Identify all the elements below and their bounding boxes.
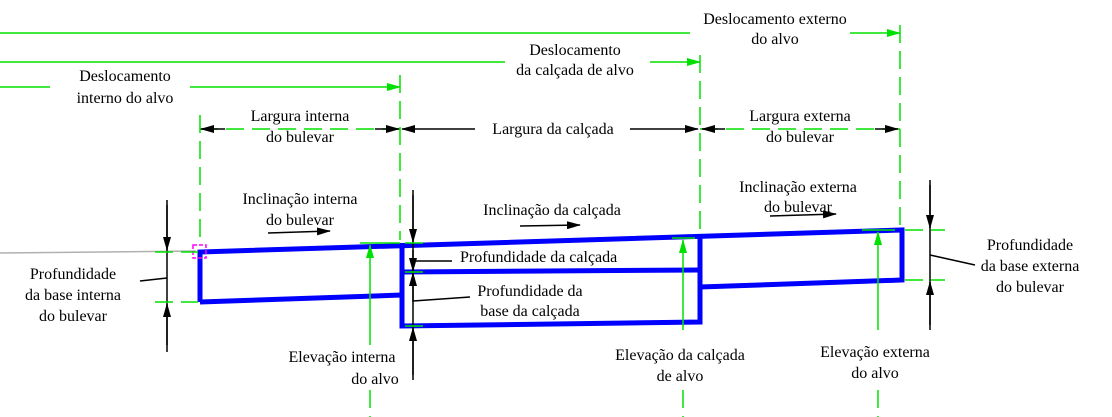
sidewalk-slope: Inclinação da calçada <box>483 202 621 230</box>
extension-lines <box>199 25 901 417</box>
sidewalk-width-dimension: Largura da calçada <box>401 118 699 138</box>
sidewalk-width-label: Largura da calçada <box>492 121 613 138</box>
slope-arrow <box>267 227 331 236</box>
sidewalk-slope-label: Inclinação da calçada <box>483 202 621 219</box>
sidewalk-depth-label: Profundidade da calçada <box>460 249 617 266</box>
slope-arrow <box>769 210 837 219</box>
slope-arrow <box>519 221 581 230</box>
boulevard-structure <box>197 227 905 329</box>
